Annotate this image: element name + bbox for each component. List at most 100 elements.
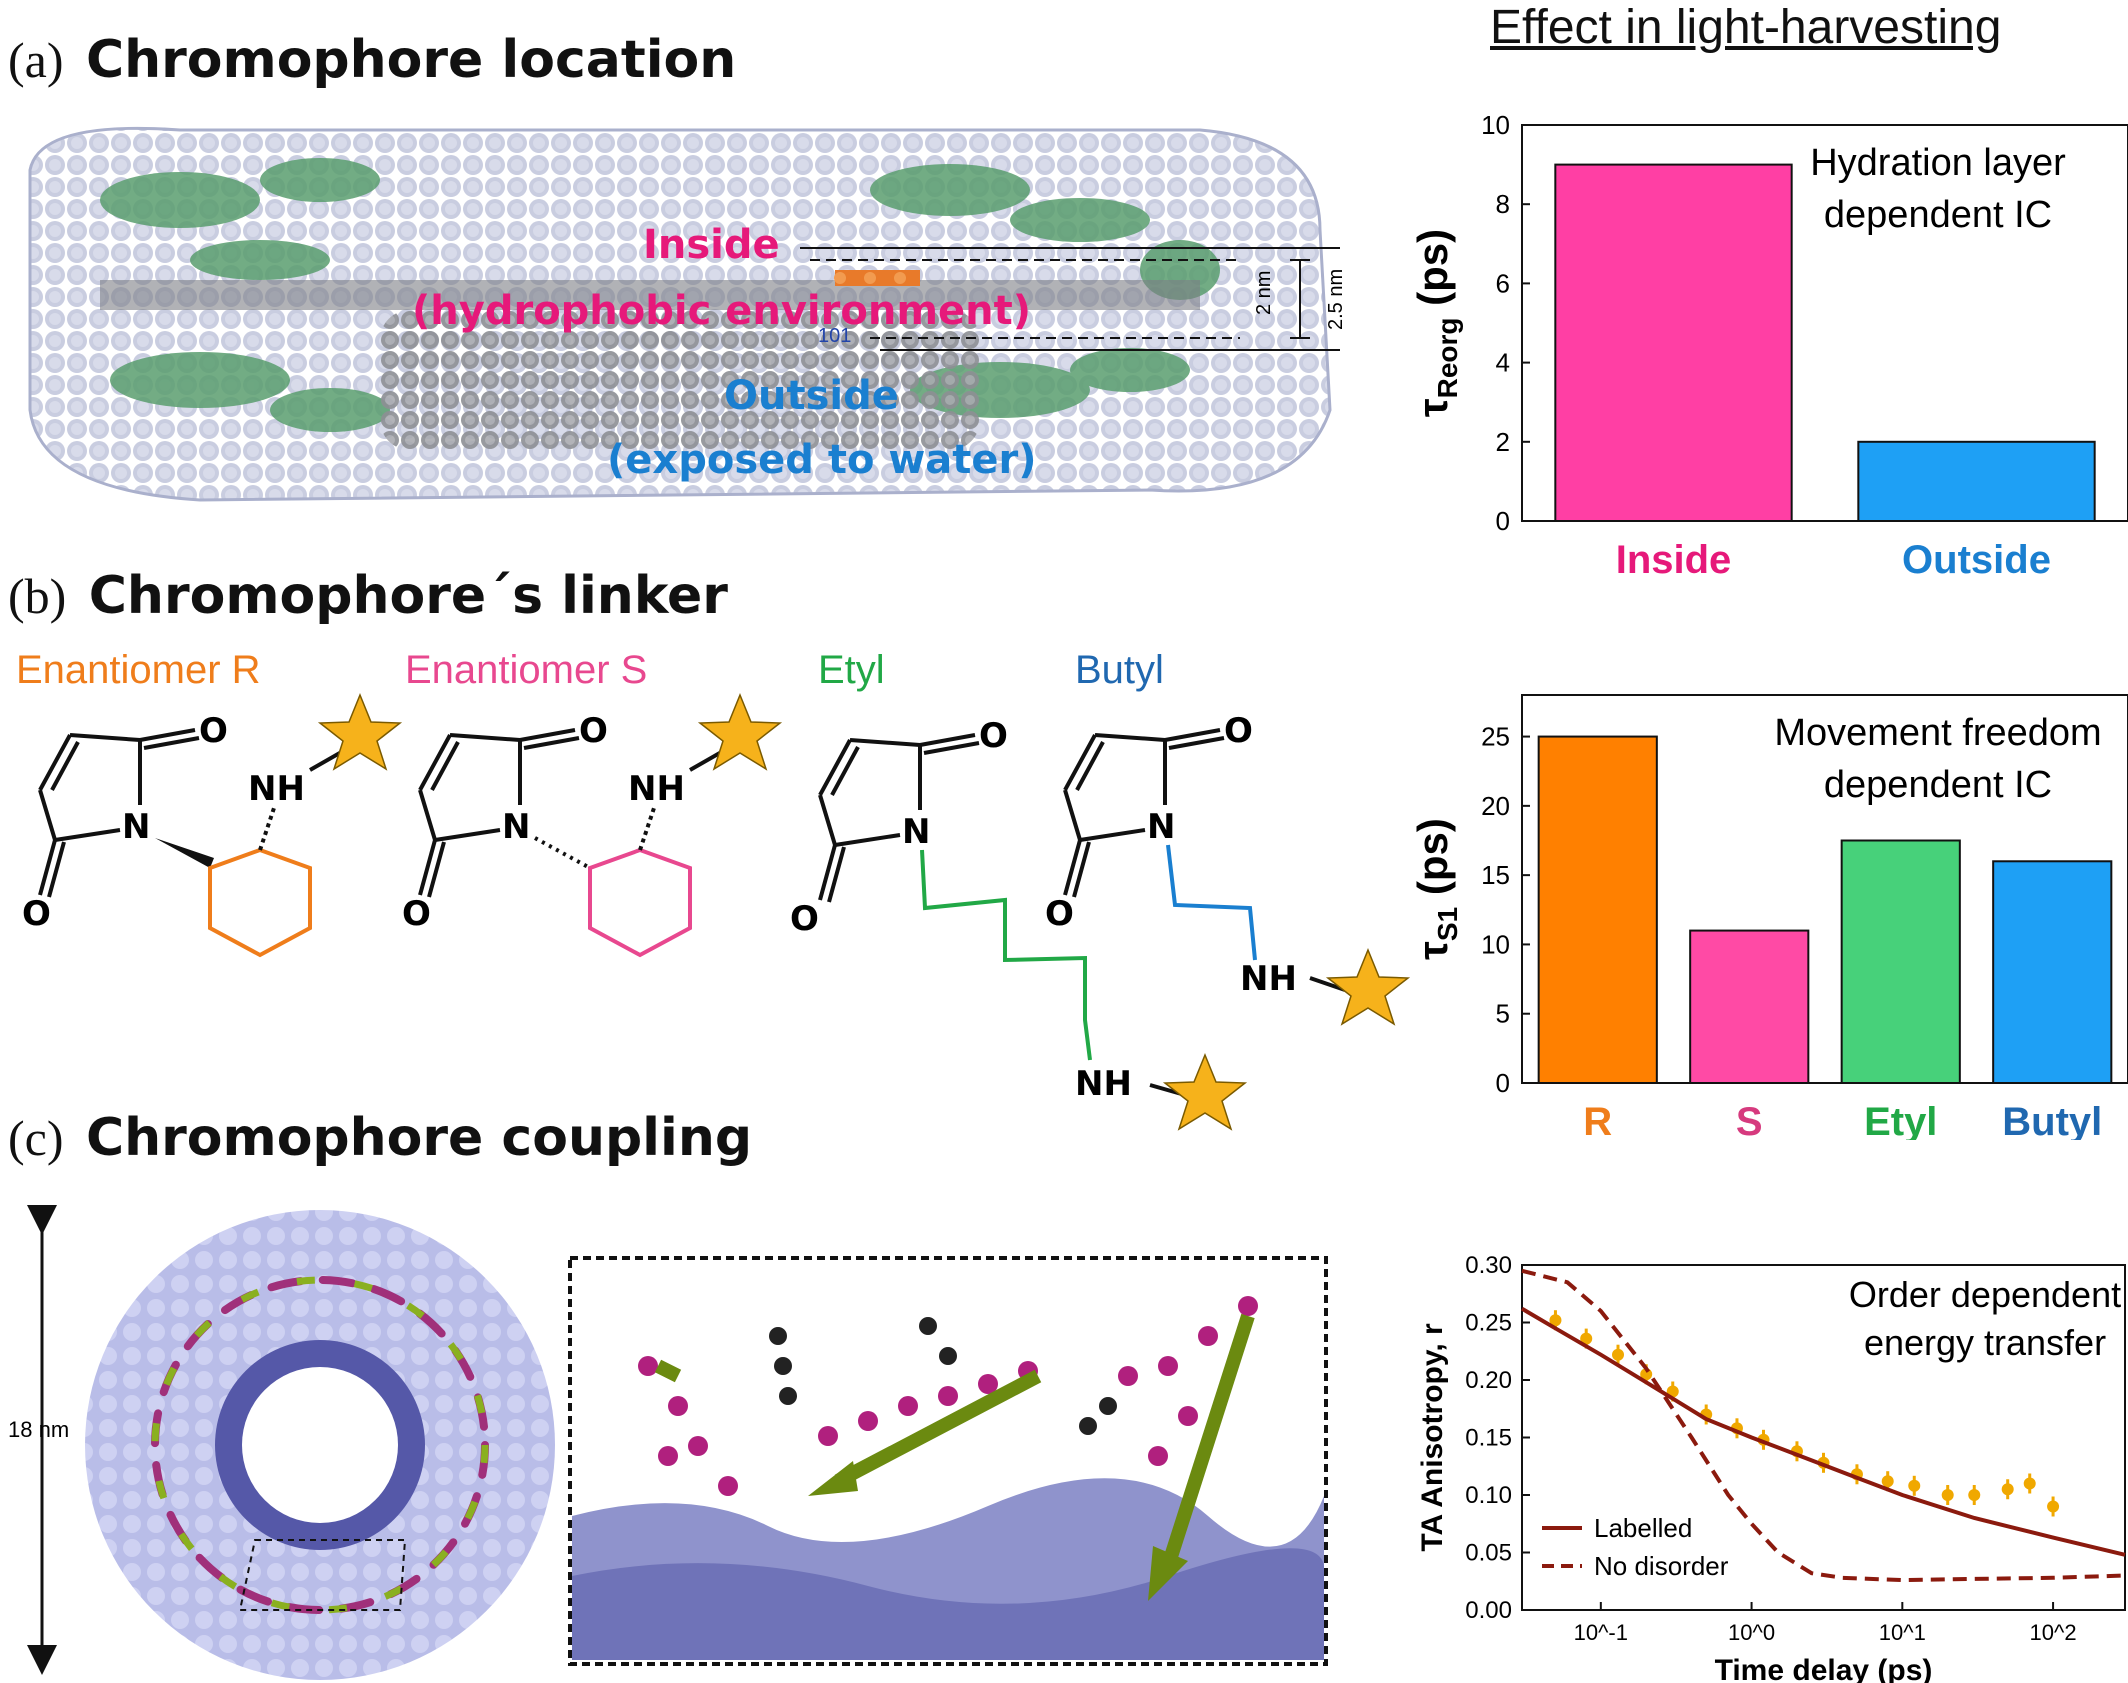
y-tick-label: 0 [1496, 1068, 1510, 1098]
chart-annotation: Hydration layer [1810, 142, 2066, 184]
linker-structures: O O N NH O O N NH O O N [22, 694, 1409, 1130]
atom-n: N [122, 807, 150, 847]
y-axis-label: τReorg (ps) [1410, 229, 1463, 417]
structure-etyl [818, 733, 1186, 1097]
x-category-label: R [1583, 1100, 1612, 1140]
atom-n: N [902, 812, 930, 852]
data-point [1941, 1489, 1954, 1501]
section-title: Effect in light-harvesting [1490, 1, 2002, 54]
chromophore-star-icon [1164, 1054, 1246, 1130]
outside-label: Outside [724, 373, 899, 419]
panel-a-label: (a) [8, 32, 64, 88]
atom-o: O [1224, 711, 1253, 751]
data-point [1580, 1332, 1593, 1345]
atom-nh: NH [248, 769, 305, 809]
data-point [2023, 1477, 2036, 1490]
x-tick-label: 10^1 [1879, 1620, 1926, 1645]
data-point [1968, 1489, 1981, 1501]
transition-dipole-arrows [151, 1276, 489, 1614]
data-point [1549, 1314, 1562, 1327]
y-tick-label: 0.10 [1465, 1482, 1512, 1509]
y-tick-label: 8 [1496, 189, 1510, 219]
bar-inside [1554, 163, 1793, 522]
panel-c-label: (c) [8, 1110, 64, 1166]
data-point [2047, 1500, 2060, 1513]
structure-enantiomer-r [38, 728, 346, 958]
atom-o: O [790, 899, 819, 939]
atom-o: O [979, 716, 1008, 756]
atom-o: O [1045, 894, 1074, 934]
x-tick-label: 10^2 [2030, 1620, 2077, 1645]
atom-nh: NH [628, 769, 685, 809]
atom-nh: NH [1075, 1064, 1132, 1104]
inner-surface [380, 310, 980, 450]
linker-name-butyl: Butyl [1075, 648, 1164, 692]
chromophore-molecules [638, 1296, 1258, 1496]
transition-dipole-arrows [654, 1313, 1255, 1569]
series-line-no-disorder [1521, 1268, 2126, 1583]
legend-label: Labelled [1594, 1513, 1692, 1543]
chart-annotation: dependent IC [1824, 764, 2052, 806]
atom-o: O [402, 894, 431, 934]
linker-name-r: Enantiomer R [16, 648, 261, 692]
atom-o: O [22, 894, 51, 934]
bar-outside [1857, 440, 2096, 522]
y-tick-label: 10 [1481, 929, 1510, 959]
y-tick-label: 0.30 [1465, 1252, 1512, 1279]
ring-pore [242, 1367, 398, 1523]
chromophore-star-icon [1327, 949, 1409, 1025]
x-category-label: Etyl [1864, 1100, 1937, 1140]
dimension-lines [800, 247, 1340, 351]
panel-a-heading: (a) Chromophore location [8, 30, 736, 90]
embedded-chromophore [834, 270, 920, 286]
y-tick-label: 0.00 [1465, 1597, 1512, 1624]
y-tick-label: 20 [1481, 791, 1510, 821]
y-tick-label: 2 [1496, 427, 1510, 457]
structure-enantiomer-s [418, 728, 726, 958]
bar-etyl [1840, 839, 1961, 1084]
x-axis-label: Time delay (ps) [1715, 1654, 1933, 1683]
chart-annotation: energy transfer [1864, 1322, 2106, 1363]
bar-butyl [1992, 860, 2113, 1084]
plot-frame [1521, 124, 2128, 522]
zoom-region [238, 1539, 407, 1611]
inside-label: Inside [643, 222, 780, 268]
residue-label: 101 [818, 325, 851, 347]
panel-b-title: Chromophore´s linker [88, 566, 728, 626]
structure-butyl [1063, 728, 1346, 992]
linker-name-s: Enantiomer S [405, 648, 648, 692]
green-helices [100, 158, 1220, 432]
y-tick-label: 15 [1481, 860, 1510, 890]
y-tick-label: 10 [1481, 110, 1510, 140]
data-point [1908, 1479, 1921, 1492]
linker-atoms [769, 1317, 1117, 1435]
outside-sublabel: (exposed to water) [607, 437, 1037, 483]
x-category-label: Butyl [2002, 1100, 2102, 1140]
ring-illustration: 18 nm [8, 1205, 555, 1680]
y-tick-label: 0.25 [1465, 1310, 1512, 1337]
panel-a-title: Chromophore location [85, 30, 737, 90]
chart-annotation: Movement freedom [1774, 712, 2101, 754]
data-point [2001, 1483, 2014, 1496]
y-tick-label: 0.20 [1465, 1367, 1512, 1394]
inside-sublabel: (hydrophobic environment) [412, 288, 1032, 334]
y-tick-label: 5 [1496, 999, 1510, 1029]
y-axis-label: τS1 (ps) [1410, 818, 1463, 960]
panel-b-label: (b) [8, 568, 67, 624]
atom-o: O [579, 711, 608, 751]
panel-b-heading: (b) Chromophore´s linker [8, 566, 728, 626]
x-tick-label: 10^0 [1728, 1620, 1775, 1645]
x-tick-label: 10^-1 [1574, 1620, 1628, 1645]
panel-c-title: Chromophore coupling [85, 1108, 753, 1168]
atom-n: N [1147, 807, 1175, 847]
y-axis-label: TA Anisotropy, r [1416, 1323, 1449, 1552]
plot-frame [1521, 694, 2128, 1084]
x-category-label: S [1736, 1100, 1763, 1140]
x-category-label: Outside [1902, 538, 2051, 582]
y-tick-label: 0.15 [1465, 1425, 1512, 1452]
atom-o: O [199, 711, 228, 751]
protein-tube-illustration: 2 nm 2.5 nm 101 [28, 126, 1347, 502]
